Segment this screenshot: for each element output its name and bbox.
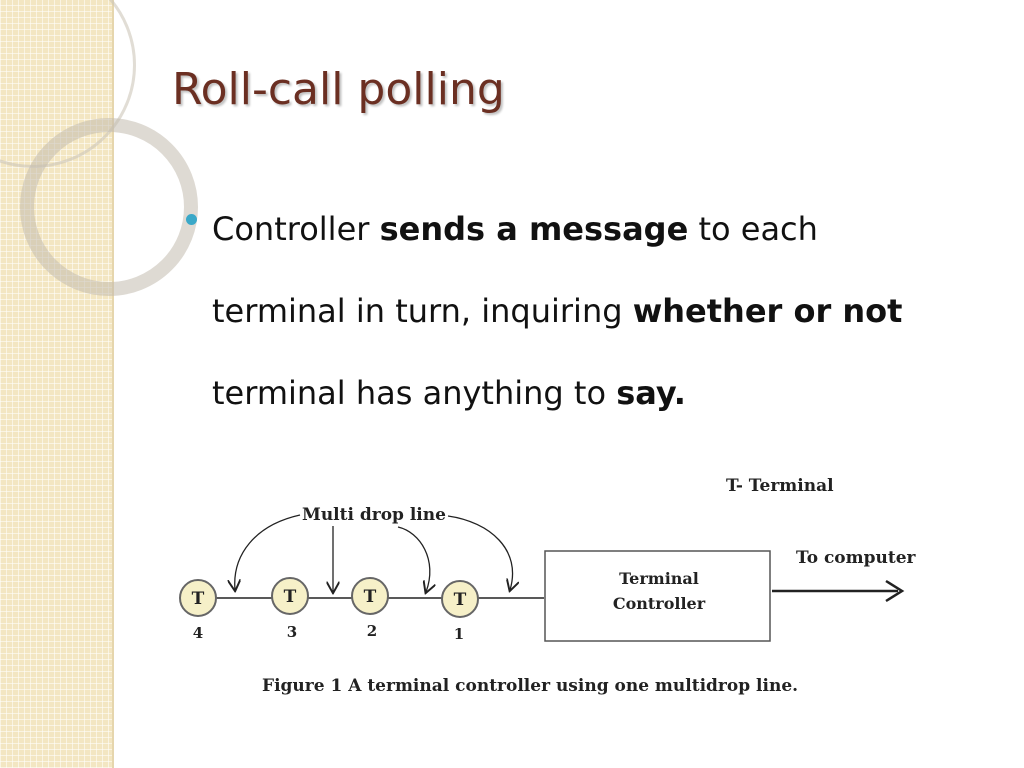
controller-label-line1: Terminal <box>619 569 699 588</box>
to-computer-arrowhead-icon <box>885 579 905 603</box>
bullet-text-part-2: to each terminal in turn, inquiring <box>212 210 818 330</box>
terminal-3-number: 3 <box>287 623 297 641</box>
bullet-emphasis-1: sends a message <box>379 210 689 248</box>
terminal-2-letter: T <box>364 587 377 607</box>
to-computer-label: To computer <box>796 548 917 568</box>
terminal-1: T 1 <box>441 580 479 643</box>
bullet-emphasis-2: whether or not <box>632 292 903 330</box>
controller-label-line2: Controller <box>613 594 706 613</box>
pointer-arrow-3 <box>397 526 430 592</box>
terminal-controller-box <box>544 550 771 642</box>
terminal-4-number: 4 <box>193 624 203 642</box>
bullet-emphasis-3: say. <box>616 374 686 412</box>
terminal-3-letter: T <box>284 587 297 607</box>
bullet-text-part-3: terminal has anything to <box>212 374 617 412</box>
multidrop-diagram: T- Terminal Multi drop line T 4 T 3 <box>179 476 917 696</box>
decorative-ring-bottom <box>20 118 198 296</box>
multidrop-figure: T- Terminal Multi drop line T 4 T 3 <box>170 470 940 710</box>
legend-label: T- Terminal <box>726 476 834 496</box>
terminal-1-number: 1 <box>454 625 464 643</box>
bullet-item: Controller sends a message to each termi… <box>186 188 946 434</box>
pointer-arrow-4 <box>447 515 513 590</box>
bullet-text: Controller sends a message to each termi… <box>186 188 946 434</box>
bullet-text-part-1: Controller <box>212 210 380 248</box>
terminal-2-number: 2 <box>367 622 377 640</box>
decorative-side-panel <box>0 0 198 768</box>
terminal-4-letter: T <box>192 589 205 609</box>
terminal-2: T 2 <box>351 577 389 640</box>
slide-title: Roll-call polling <box>172 64 505 115</box>
terminal-1-letter: T <box>454 590 467 610</box>
terminal-3: T 3 <box>271 577 309 641</box>
figure-caption: Figure 1 A terminal controller using one… <box>262 676 798 696</box>
bullet-dot-icon <box>186 214 197 225</box>
multidrop-line-label: Multi drop line <box>302 505 446 525</box>
pointer-arrow-1 <box>235 514 301 590</box>
terminal-4: T 4 <box>179 579 217 642</box>
